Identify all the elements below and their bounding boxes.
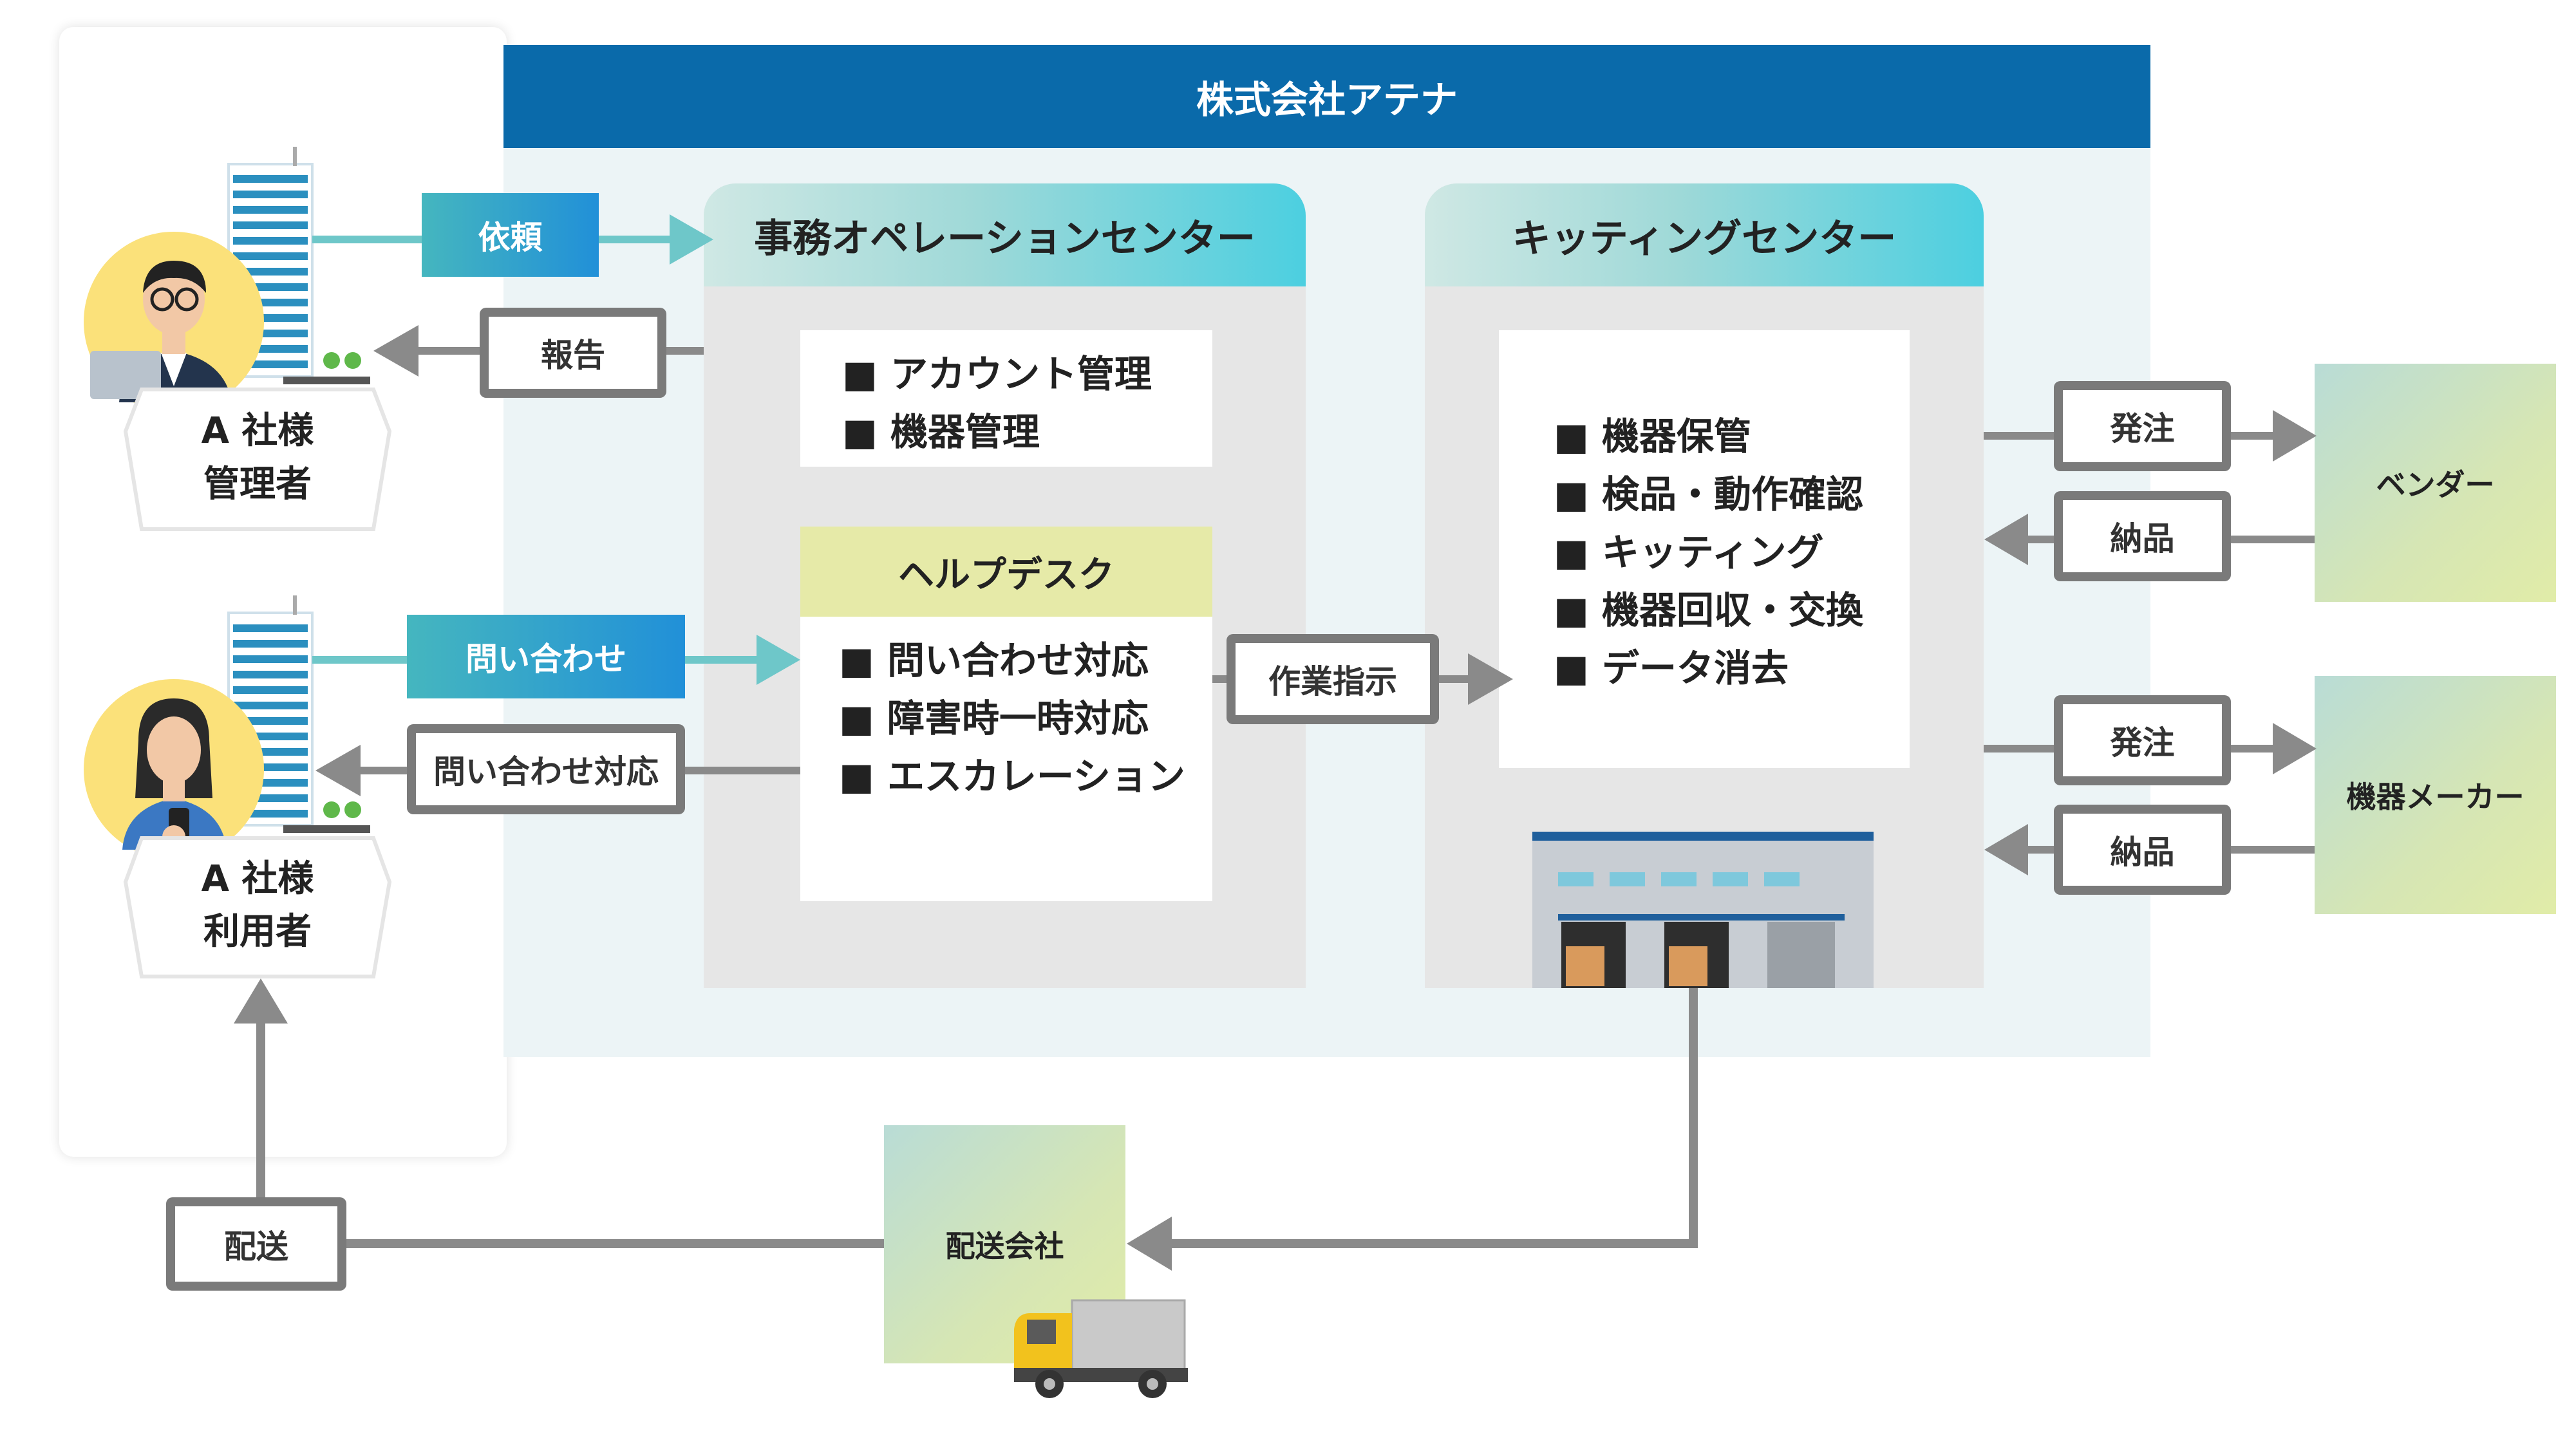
warehouse-icon <box>1532 832 1874 988</box>
work-order-label: 作業指示 <box>1227 634 1439 724</box>
helpdesk-item: ■ 問い合わせ対応 <box>839 639 1149 682</box>
user-name-line2: 利用者 <box>203 911 312 953</box>
shipping-label: 配送 <box>166 1197 346 1291</box>
manager-name-line1: A 社様 <box>201 410 314 452</box>
kitting-center-list: ■ 機器保管 ■ 検品・動作確認 ■ キッティング ■ 機器回収・交換 ■ デー… <box>1499 330 1910 768</box>
inquiry-response-label: 問い合わせ対応 <box>407 724 685 814</box>
kitting-item: ■ 機器保管 <box>1554 415 1751 458</box>
helpdesk-item: ■ 障害時一時対応 <box>839 696 1149 740</box>
manager-avatar-icon <box>84 232 264 412</box>
office-center-title: 事務オペレーションセンター <box>704 183 1306 286</box>
company-title: 株式会社アテナ <box>503 45 2150 148</box>
order-maker-label: 発注 <box>2054 695 2231 785</box>
deliver-vendor-label: 納品 <box>2054 491 2231 581</box>
request-label: 依頼 <box>422 193 599 277</box>
vendor-box: ベンダー <box>2315 364 2556 602</box>
kitting-item: ■ 検品・動作確認 <box>1554 472 1863 516</box>
kitting-item: ■ 機器回収・交換 <box>1554 588 1863 632</box>
kitting-item: ■ キッティング <box>1554 530 1824 574</box>
office-center-list: ■ アカウント管理 ■ 機器管理 <box>800 330 1212 467</box>
kitting-item: ■ データ消去 <box>1554 646 1789 690</box>
user-name-line1: A 社様 <box>201 858 314 900</box>
office-item: ■ 機器管理 <box>842 410 1040 454</box>
maker-box: 機器メーカー <box>2315 676 2556 914</box>
report-label: 報告 <box>480 308 666 398</box>
user-avatar-icon <box>84 679 264 859</box>
helpdesk-list: ■ 問い合わせ対応 ■ 障害時一時対応 ■ エスカレーション <box>800 617 1212 901</box>
inquiry-label: 問い合わせ <box>407 615 685 698</box>
kitting-center-title: キッティングセンター <box>1425 183 1984 286</box>
manager-name-line2: 管理者 <box>203 463 312 505</box>
deliver-maker-label: 納品 <box>2054 805 2231 895</box>
user-name-plate <box>123 836 392 978</box>
order-vendor-label: 発注 <box>2054 381 2231 471</box>
truck-icon <box>1014 1299 1188 1398</box>
office-item: ■ アカウント管理 <box>842 352 1152 396</box>
manager-name-plate <box>123 388 392 531</box>
helpdesk-item: ■ エスカレーション <box>839 754 1185 798</box>
helpdesk-title: ヘルプデスク <box>800 527 1212 617</box>
